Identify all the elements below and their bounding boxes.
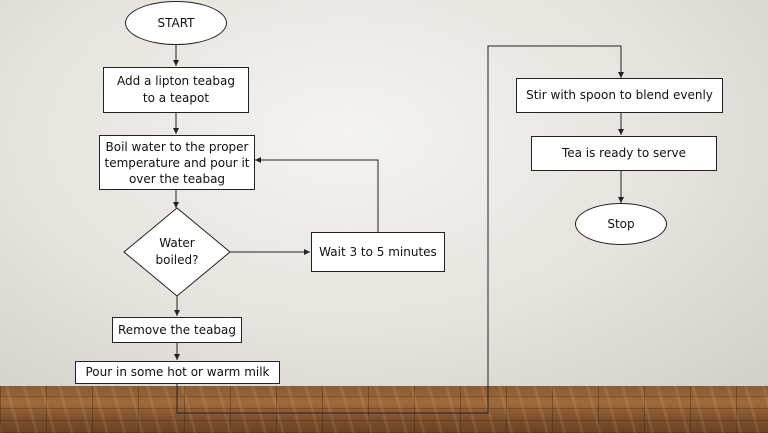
add-teabag-step: Add a lipton teabag to a teapot — [103, 67, 249, 113]
pour-milk-step: Pour in some hot or warm milk — [75, 361, 280, 384]
stir-step: Stir with spoon to blend evenly — [516, 78, 723, 113]
wait-step: Wait 3 to 5 minutes — [311, 232, 445, 272]
stop-node: Stop — [575, 203, 667, 245]
water-boiled-label: Water boiled? — [155, 236, 199, 267]
water-boiled-decision: Water boiled? — [138, 228, 216, 276]
start-label: START — [157, 15, 195, 30]
add-teabag-label: Add a lipton teabag to a teapot — [117, 74, 235, 105]
boil-water-label: Boil water to the proper temperature and… — [104, 139, 250, 186]
wood-floor — [0, 386, 768, 433]
stir-label: Stir with spoon to blend evenly — [526, 88, 713, 102]
arrow-pour-to-stir — [176, 45, 624, 414]
wait-label: Wait 3 to 5 minutes — [319, 244, 437, 259]
remove-teabag-step: Remove the teabag — [112, 317, 242, 343]
stop-label: Stop — [607, 216, 635, 231]
remove-teabag-label: Remove the teabag — [117, 322, 237, 337]
arrow-wait-to-boil — [255, 157, 379, 232]
start-node: START — [125, 1, 227, 45]
pour-milk-label: Pour in some hot or warm milk — [85, 365, 270, 379]
ready-step: Tea is ready to serve — [531, 136, 717, 171]
boil-water-step: Boil water to the proper temperature and… — [99, 135, 255, 190]
ready-label: Tea is ready to serve — [561, 146, 687, 160]
decision-diamond — [123, 207, 231, 297]
